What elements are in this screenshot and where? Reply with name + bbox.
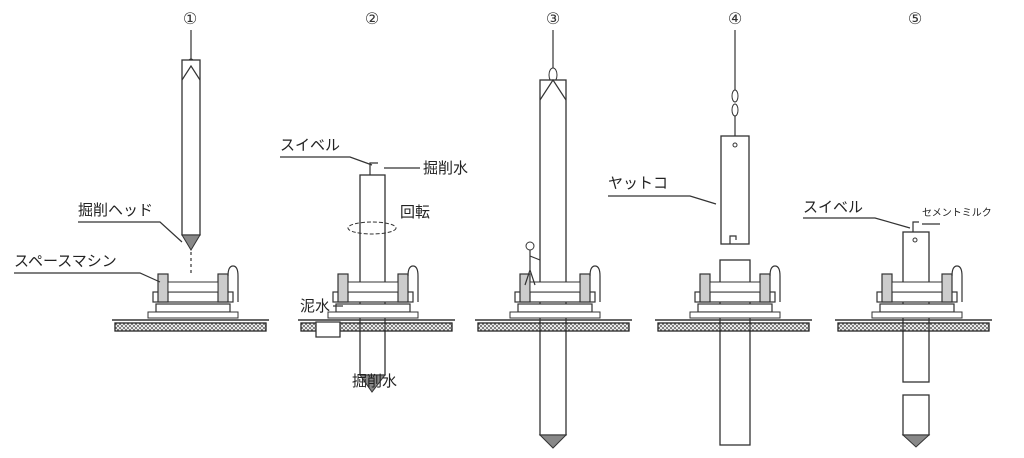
label-swivel-5: スイベル <box>803 198 863 216</box>
label-drilling-head: 掘削ヘッド <box>78 201 153 219</box>
step-2: スイベル 掘削水 回転 泥水 掘削水 <box>280 136 468 393</box>
step-number-5: ⑤ <box>908 9 922 28</box>
step-number-1: ① <box>183 9 197 28</box>
step-4: ヤットコ <box>608 30 813 446</box>
step-1: 掘削ヘッド スペースマシン <box>14 30 270 332</box>
step-number-4: ④ <box>728 9 742 28</box>
step-3 <box>474 30 633 449</box>
label-swivel: スイベル <box>280 136 340 154</box>
step-number-2: ② <box>365 9 379 28</box>
step-number-3: ③ <box>546 9 560 28</box>
label-drilling-water-out: 掘削水 <box>352 372 397 390</box>
step-5: スイベル セメントミルク <box>803 198 993 448</box>
label-cement-milk: セメントミルク <box>922 207 992 219</box>
label-rotation: 回転 <box>400 203 430 221</box>
label-drilling-water-in: 掘削水 <box>423 159 468 177</box>
label-space-machine: スペースマシン <box>14 252 117 270</box>
label-slurry: 泥水 <box>300 297 330 315</box>
label-follower: ヤットコ <box>608 174 668 192</box>
